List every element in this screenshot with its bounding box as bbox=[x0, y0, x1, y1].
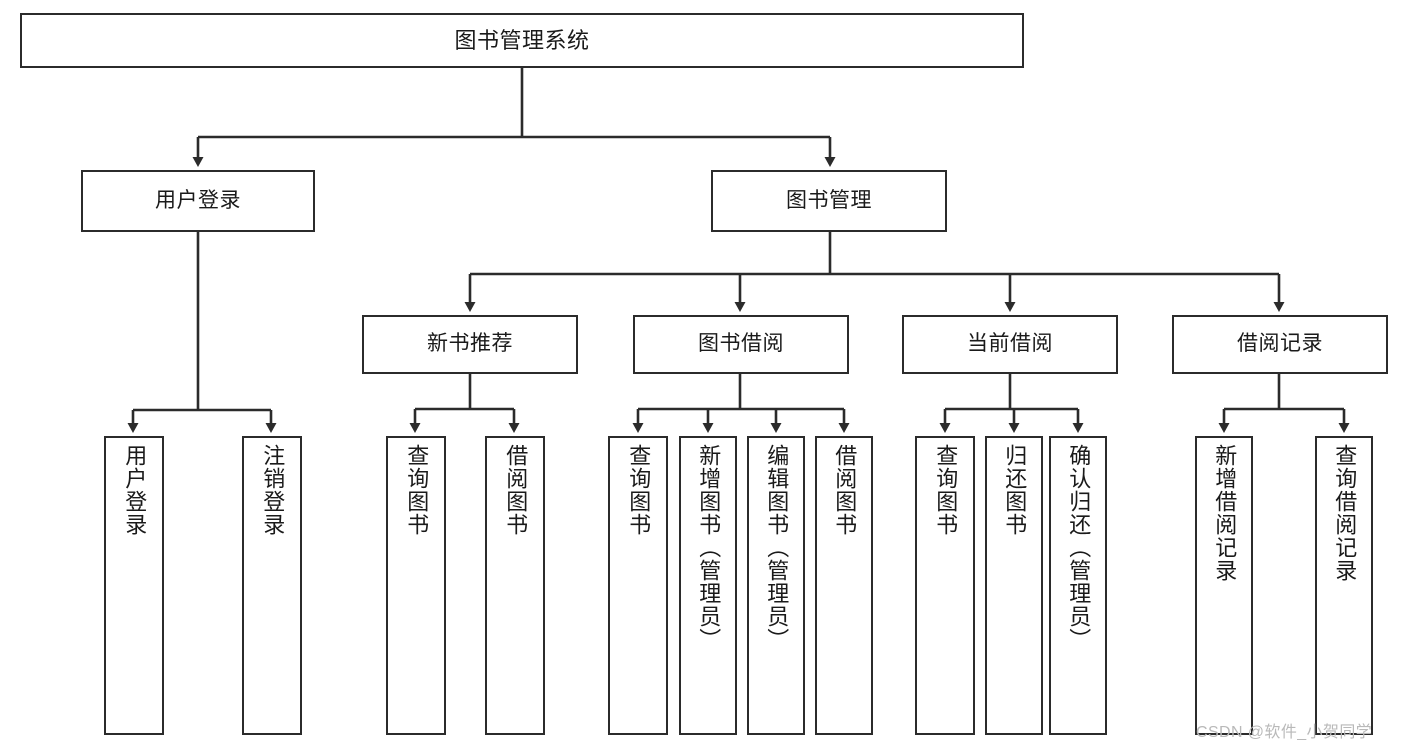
node-book-management[interactable]: 图书管理 bbox=[711, 170, 947, 232]
node-label: 新增图书（管理员） bbox=[696, 444, 722, 651]
node-label: 确认归还（管理员） bbox=[1066, 444, 1092, 651]
leaf-borrow-add-book-admin[interactable]: 新增图书（管理员） bbox=[679, 436, 737, 735]
node-label: 用户登录 bbox=[122, 444, 148, 536]
node-label: 查询图书 bbox=[404, 444, 430, 536]
leaf-current-confirm-return-admin[interactable]: 确认归还（管理员） bbox=[1049, 436, 1107, 735]
node-user-login[interactable]: 用户登录 bbox=[81, 170, 315, 232]
leaf-record-query-record[interactable]: 查询借阅记录 bbox=[1315, 436, 1373, 735]
node-label: 图书管理 bbox=[786, 188, 872, 212]
node-label: 注销登录 bbox=[260, 444, 286, 536]
node-label: 查询图书 bbox=[626, 444, 652, 536]
node-label: 归还图书 bbox=[1002, 444, 1028, 536]
leaf-borrow-query-book[interactable]: 查询图书 bbox=[608, 436, 668, 735]
node-label: 编辑图书（管理员） bbox=[764, 444, 790, 651]
node-label: 图书管理系统 bbox=[454, 27, 590, 53]
leaf-recommend-borrow-book[interactable]: 借阅图书 bbox=[485, 436, 545, 735]
leaf-user-login-logout[interactable]: 注销登录 bbox=[242, 436, 302, 735]
leaf-current-query-book[interactable]: 查询图书 bbox=[915, 436, 975, 735]
node-label: 新增借阅记录 bbox=[1212, 444, 1238, 582]
node-label: 借阅记录 bbox=[1237, 332, 1323, 356]
node-borrowing-records[interactable]: 借阅记录 bbox=[1172, 315, 1388, 374]
node-book-borrowing[interactable]: 图书借阅 bbox=[633, 315, 849, 374]
node-label: 新书推荐 bbox=[427, 332, 513, 356]
node-current-borrowing[interactable]: 当前借阅 bbox=[902, 315, 1118, 374]
node-label: 借阅图书 bbox=[832, 444, 858, 536]
node-label: 查询图书 bbox=[933, 444, 959, 536]
leaf-current-return-book[interactable]: 归还图书 bbox=[985, 436, 1043, 735]
node-label: 图书借阅 bbox=[698, 332, 784, 356]
node-label: 当前借阅 bbox=[967, 332, 1053, 356]
leaf-recommend-query-book[interactable]: 查询图书 bbox=[386, 436, 446, 735]
node-label: 查询借阅记录 bbox=[1332, 444, 1358, 582]
node-label: 借阅图书 bbox=[503, 444, 529, 536]
leaf-record-add-record[interactable]: 新增借阅记录 bbox=[1195, 436, 1253, 735]
leaf-borrow-borrow-book[interactable]: 借阅图书 bbox=[815, 436, 873, 735]
node-label: 用户登录 bbox=[155, 188, 241, 212]
leaf-borrow-edit-book-admin[interactable]: 编辑图书（管理员） bbox=[747, 436, 805, 735]
node-new-book-recommendation[interactable]: 新书推荐 bbox=[362, 315, 578, 374]
node-root-book-management-system[interactable]: 图书管理系统 bbox=[20, 13, 1024, 68]
csdn-watermark: CSDN @软件_小贺同学 bbox=[1196, 724, 1373, 741]
leaf-user-login-login[interactable]: 用户登录 bbox=[104, 436, 164, 735]
